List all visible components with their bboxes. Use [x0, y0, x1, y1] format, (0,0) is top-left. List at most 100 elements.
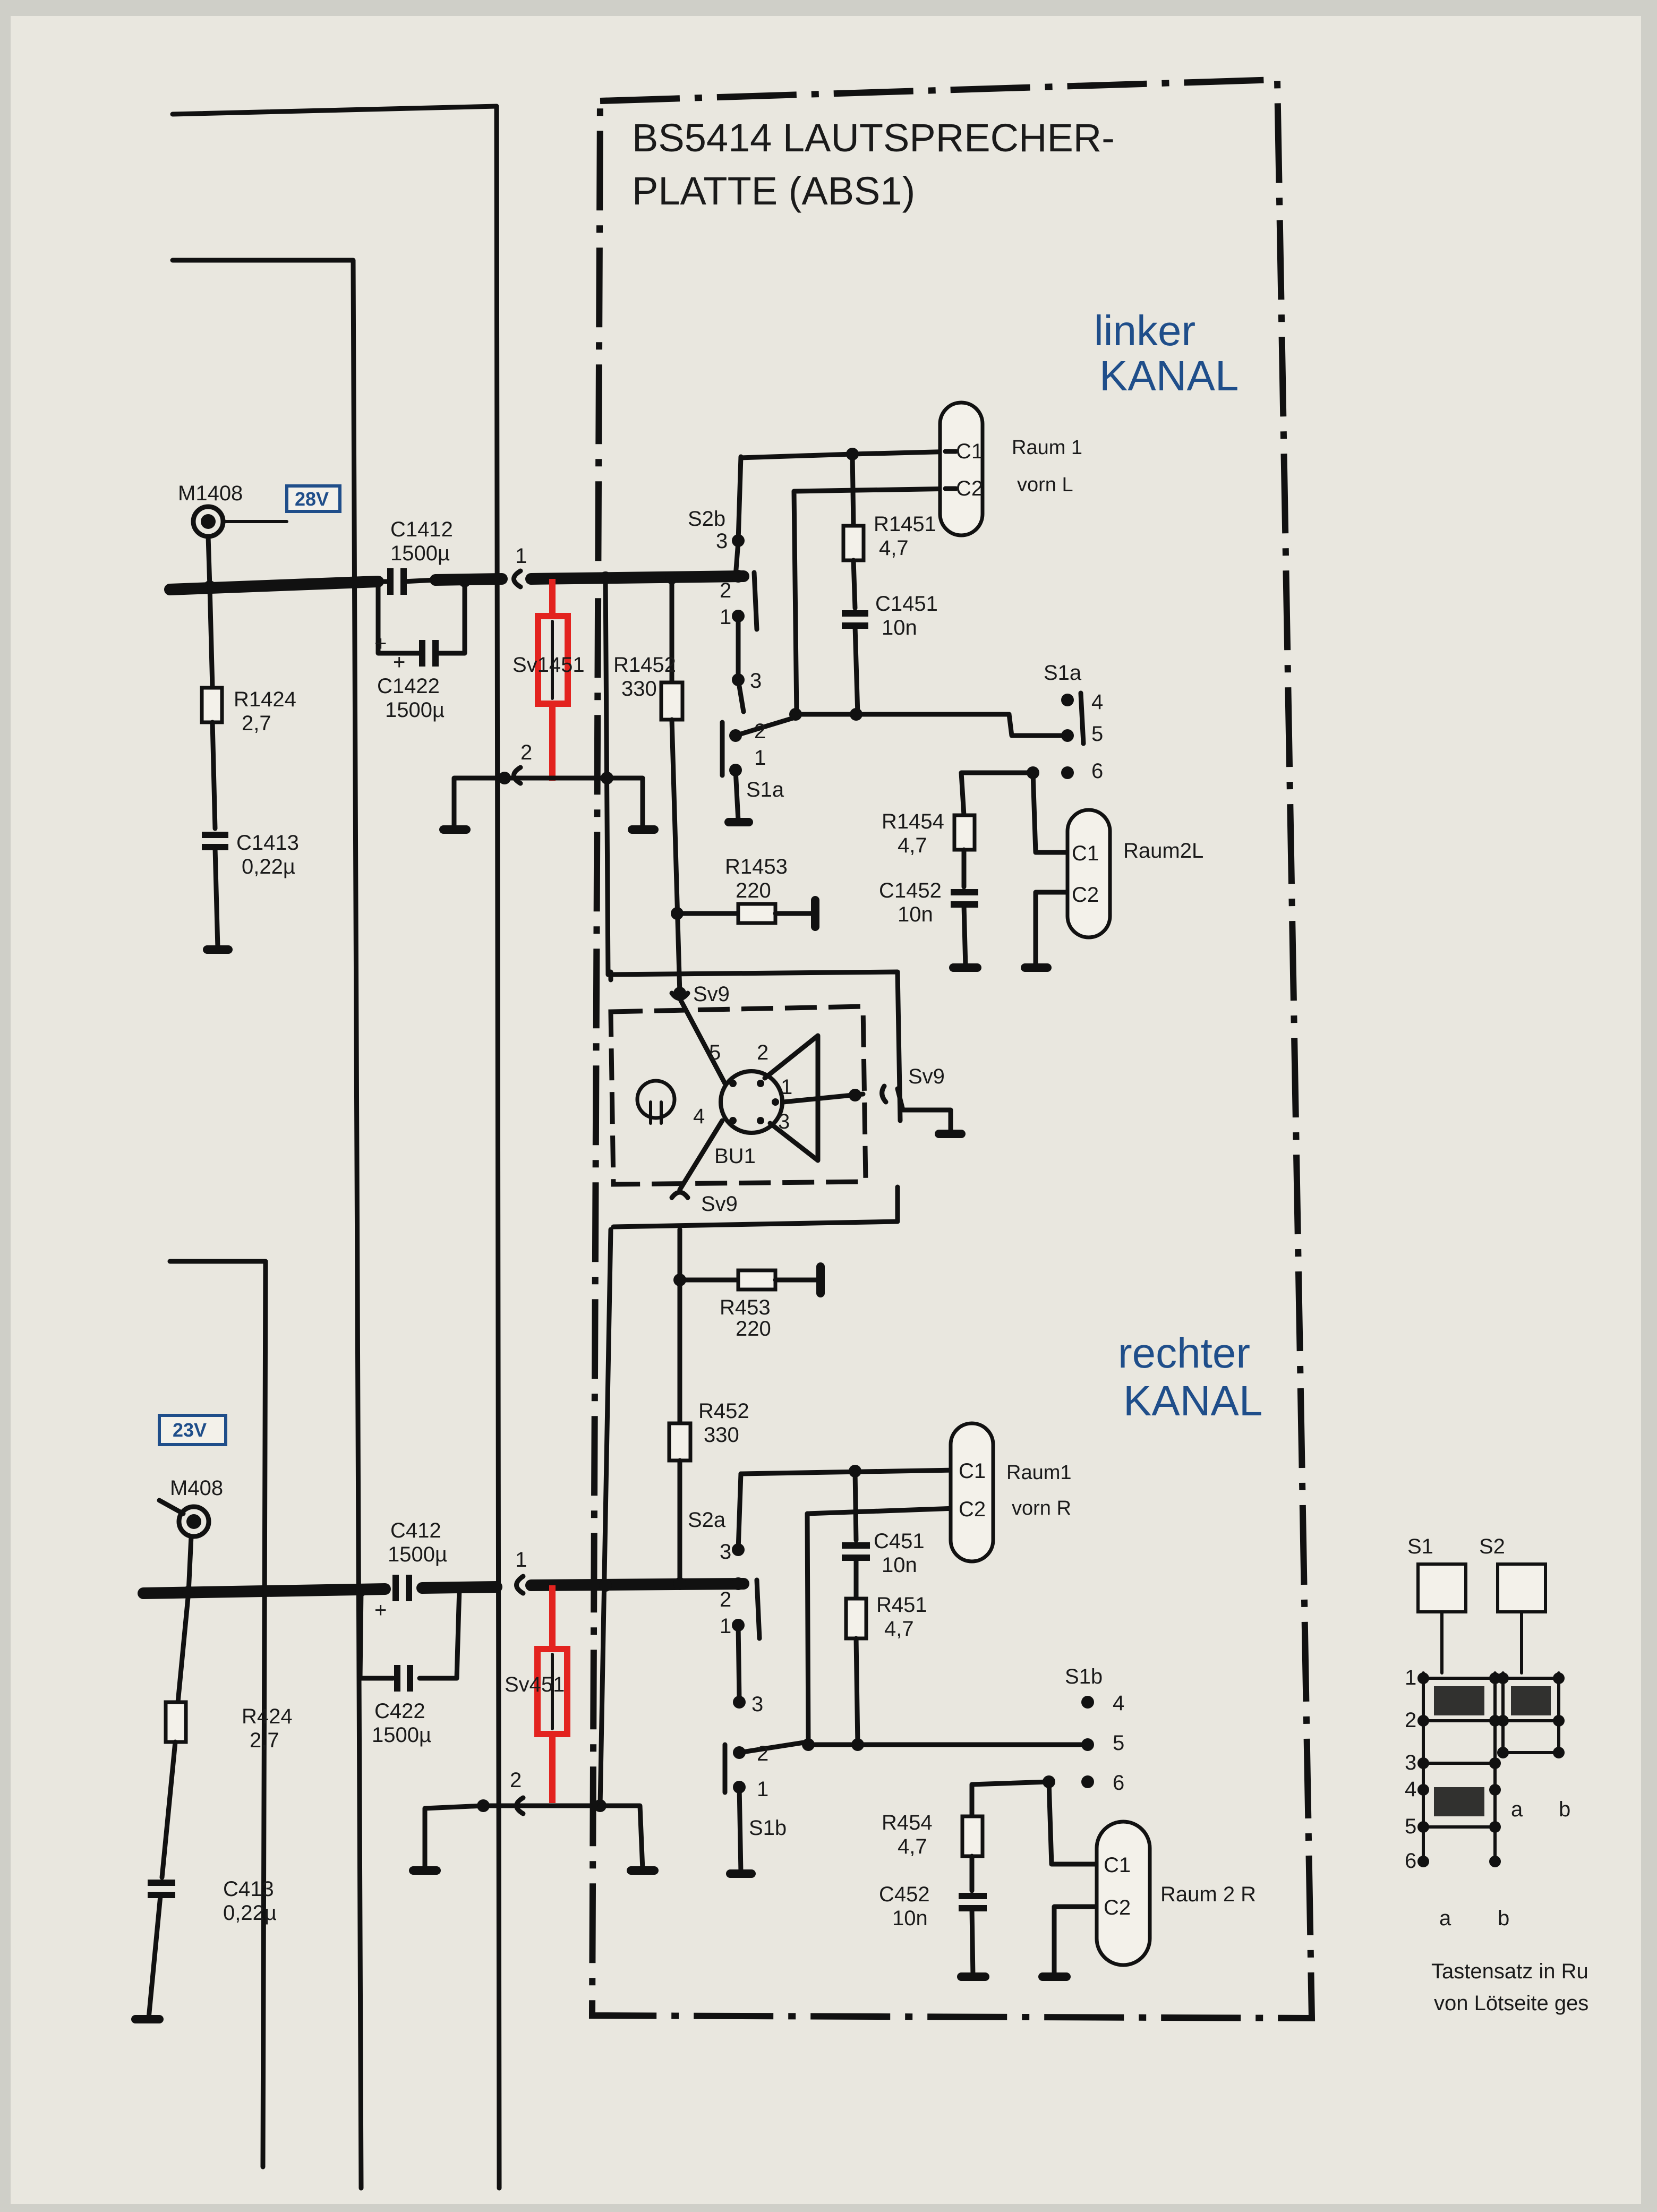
room-label: Raum2L	[1123, 839, 1203, 862]
key-col-b: b	[1559, 1798, 1570, 1821]
cap-value: 0,22µ	[242, 855, 295, 878]
plus-sign: +	[393, 651, 405, 674]
key-caption-line1: Tastensatz in Ru	[1431, 1960, 1588, 1983]
socket-pin: 1	[781, 1075, 792, 1099]
cap-name: C1412	[390, 518, 453, 541]
pin-label: C2	[1072, 883, 1099, 907]
key-col-a: a	[1511, 1798, 1523, 1821]
switch-label: S1b	[749, 1816, 787, 1840]
title-line2: PLATTE (ABS1)	[632, 169, 915, 213]
resistor-name: R451	[876, 1593, 927, 1617]
cap-name: C422	[374, 1699, 425, 1723]
resistor-name: R1452	[613, 653, 676, 677]
key-row-number: 1	[1405, 1666, 1416, 1689]
cap-value: 1500µ	[385, 698, 445, 722]
left-rails	[167, 104, 502, 2191]
pin-number: 3	[751, 1693, 763, 1716]
pin-label: C1	[956, 440, 983, 463]
pin-number: 1	[515, 544, 527, 568]
pin-number: 2	[757, 1742, 768, 1765]
voltage-badge-top: 28V	[285, 484, 341, 513]
resistor-name: R453	[720, 1296, 771, 1319]
room-label: vorn R	[1012, 1497, 1071, 1519]
pin-number: 2	[720, 1588, 731, 1611]
key-s1-label: S1	[1407, 1535, 1433, 1558]
cap-name: C452	[879, 1883, 930, 1906]
pin-number: 2	[720, 579, 731, 602]
pin-number: 2	[520, 741, 532, 764]
socket-pin: 4	[693, 1105, 705, 1128]
cap-name: C451	[874, 1530, 925, 1553]
pin-number: 3	[750, 669, 762, 693]
test-point-label: M1408	[178, 482, 243, 505]
resistor-name: R452	[698, 1399, 749, 1423]
key-s1-contacts	[1417, 1671, 1501, 1867]
cap-value: 10n	[882, 1553, 917, 1577]
switch-label: S2b	[688, 507, 725, 531]
pin-label: C2	[956, 477, 983, 500]
cap-name: C1422	[377, 674, 440, 698]
cap-value: 1500µ	[372, 1723, 431, 1747]
plug-label: Sv9	[908, 1065, 945, 1088]
resistor-value: 2,7	[242, 712, 271, 735]
cap-value: 10n	[882, 616, 917, 639]
voltage-badge-bottom-text: 23V	[173, 1419, 207, 1441]
key-row-number: 4	[1405, 1778, 1416, 1801]
cap-name: C413	[223, 1877, 274, 1901]
switch-label: S1a	[746, 778, 784, 801]
pin-label: C2	[959, 1498, 986, 1521]
pin-number: 5	[1113, 1731, 1124, 1755]
socket-pin: 3	[778, 1110, 790, 1133]
cap-value: 10n	[892, 1907, 928, 1930]
cap-value: 10n	[898, 903, 933, 926]
resistor-name: R1454	[882, 810, 944, 833]
resistor-name: R1453	[725, 855, 788, 878]
cap-name: C412	[390, 1519, 441, 1542]
voltage-badge-top-text: 28V	[295, 488, 329, 510]
key-s1-box	[1416, 1562, 1467, 1613]
socket-pin: 2	[757, 1041, 768, 1064]
room-label: Raum 1	[1012, 437, 1082, 459]
socket-pin: 5	[709, 1041, 721, 1064]
pin-number: 2	[510, 1769, 522, 1792]
plus-sign: +	[374, 632, 387, 655]
key-caption-line2: von Lötseite ges	[1434, 1992, 1588, 2015]
title-line1: BS5414 LAUTSPRECHER-	[632, 116, 1115, 160]
pin-number: 1	[720, 605, 731, 629]
pin-number: 1	[720, 1615, 731, 1638]
resistor-value: 330	[621, 677, 657, 701]
pin-number: 5	[1091, 722, 1103, 746]
pin-number: 6	[1091, 759, 1103, 783]
fuse-label: Sv1451	[513, 653, 585, 677]
key-col-a: a	[1439, 1907, 1451, 1930]
switch-label: S1a	[1044, 661, 1082, 685]
switch-label: S2a	[688, 1508, 726, 1532]
left-channel-line1: linker	[1094, 307, 1195, 354]
resistor-value: 4,7	[898, 834, 927, 857]
cap-value: 1500µ	[390, 542, 450, 565]
pin-label: C1	[1072, 842, 1099, 865]
cap-name: C1413	[236, 831, 299, 855]
resistor-value: 4,7	[898, 1835, 927, 1858]
pin-number: 3	[716, 529, 728, 553]
cap-name: C1452	[879, 879, 942, 902]
resistor-name: R1424	[234, 688, 296, 711]
resistor-value: 330	[704, 1423, 739, 1447]
right-channel-line2: KANAL	[1123, 1377, 1262, 1424]
key-col-b: b	[1498, 1907, 1509, 1930]
key-s2-label: S2	[1479, 1535, 1505, 1558]
resistor-value: 2,7	[250, 1729, 279, 1752]
socket-label: BU1	[714, 1145, 756, 1168]
key-row-number: 6	[1405, 1849, 1416, 1873]
pin-number: 1	[515, 1548, 527, 1572]
room-label: vorn L	[1017, 474, 1073, 496]
resistor-name: R424	[242, 1705, 293, 1728]
pin-label: C1	[959, 1459, 986, 1483]
key-s2-contacts	[1497, 1671, 1565, 1758]
pin-number: 2	[754, 720, 766, 743]
room-label: Raum1	[1006, 1462, 1072, 1484]
fuse-label: Sv451	[505, 1673, 565, 1696]
resistor-value: 4,7	[884, 1617, 914, 1641]
room-label: Raum 2 R	[1160, 1883, 1256, 1906]
